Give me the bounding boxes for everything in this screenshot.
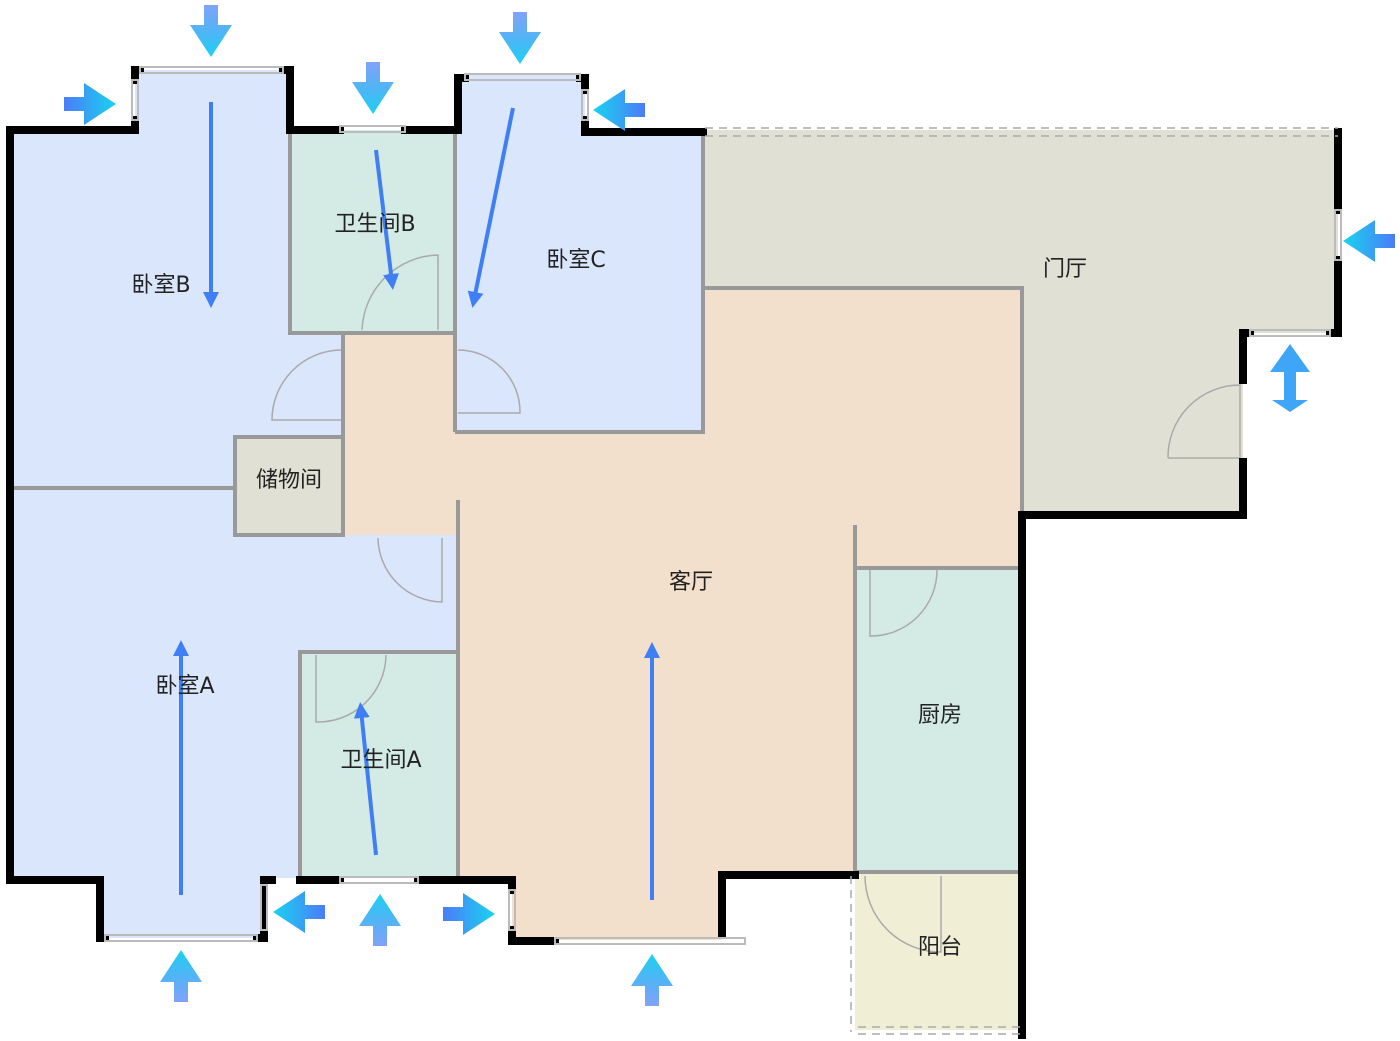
room-label-hall: 门厅 (1042, 257, 1088, 282)
room-label-kitchen: 厨房 (917, 703, 963, 728)
vent-arrow-icon (443, 893, 495, 935)
vent-arrow-icon (1270, 344, 1310, 412)
room-living (343, 288, 1022, 940)
room-label-bedroom-b: 卧室B (131, 273, 191, 298)
open-edges (705, 127, 1338, 1035)
room-bedroom-a (10, 488, 458, 938)
room-storage (235, 437, 343, 535)
room-bathroom-b (290, 130, 455, 333)
room-label-balcony: 阳台 (917, 935, 963, 960)
exterior-walls (6, 66, 1342, 1039)
room-label-storage: 储物间 (255, 468, 323, 493)
vent-arrow-icon (593, 89, 645, 131)
room-label-bedroom-a: 卧室A (155, 674, 215, 699)
vent-arrow-icon (190, 5, 232, 57)
flow-arrow (374, 149, 399, 290)
room-label-bathroom-a: 卫生间A (340, 748, 422, 773)
room-label-bathroom-b: 卫生间B (334, 212, 416, 237)
vent-arrow-icon (631, 954, 673, 1006)
vent-arrow-icon (160, 950, 202, 1002)
vent-arrow-icon (1343, 220, 1395, 262)
airflow-arrows (173, 102, 660, 900)
vent-arrow-icon (352, 62, 394, 114)
flow-arrow (467, 107, 515, 308)
room-balcony (855, 872, 1022, 1030)
room-bedroom-b (10, 70, 343, 488)
vent-arrow-icon (64, 83, 116, 125)
windows (104, 66, 1342, 945)
vent-arrow-icon (499, 12, 541, 64)
flow-arrow (353, 702, 378, 856)
room-label-living: 客厅 (668, 570, 714, 595)
room-bathroom-a (300, 652, 458, 878)
room-bedroom-c (455, 75, 703, 432)
vent-arrow-icon (273, 891, 325, 933)
ventilation-markers (64, 5, 1395, 1006)
vent-arrow-icon (359, 894, 401, 946)
room-kitchen (855, 568, 1022, 872)
room-label-bedroom-c: 卧室C (546, 248, 606, 273)
